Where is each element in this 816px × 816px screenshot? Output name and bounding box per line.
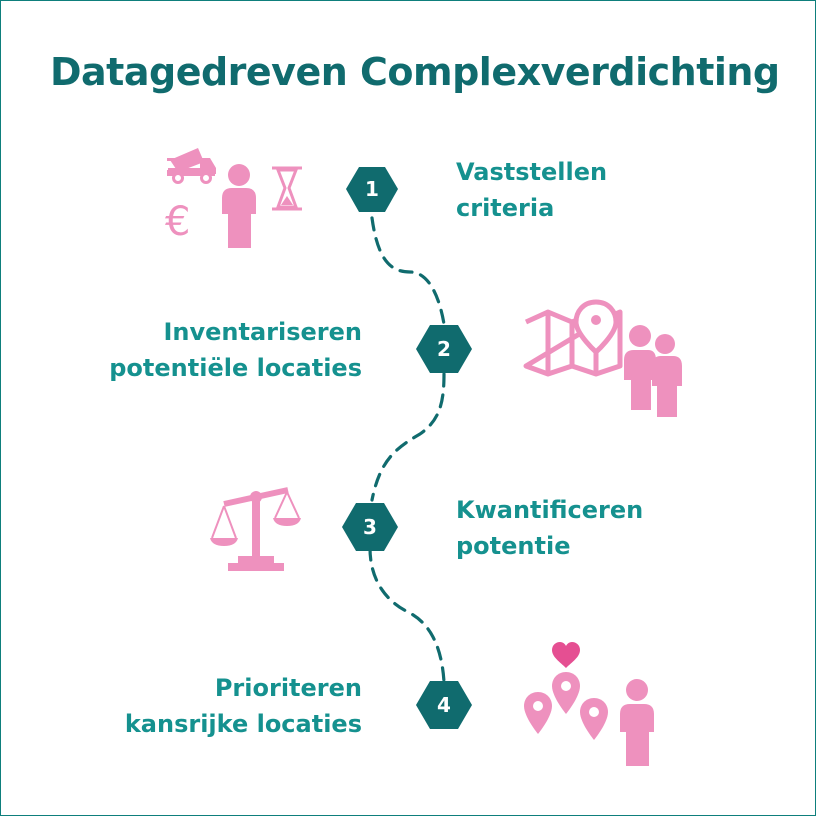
step-1-label: Vaststellen criteria [456,154,607,226]
step-1-label-line2: criteria [456,194,555,222]
step-1-number: 1 [365,177,379,201]
step-2-label-line1: Inventariseren [163,318,362,346]
person-icon [222,164,256,248]
euro-icon: € [165,199,190,245]
two-people-icon [624,325,682,417]
step-2-hexagon: 2 [416,325,472,373]
step-4-label-line1: Prioriteren [214,674,362,702]
step-4-hexagon: 4 [416,681,472,729]
heart-icon [552,642,580,668]
step-4-label-line2: kansrijke locaties [124,710,362,738]
step-2-label: Inventariseren potentiële locaties [109,314,362,386]
map-pins-icon [524,672,608,740]
step-3-hexagon: 3 [342,503,398,551]
map-pin-icon [573,299,619,356]
step-4-label: Prioriteren kansrijke locaties [125,670,362,742]
step-1-hexagon: 1 [346,167,398,212]
dashed-connector [368,216,446,684]
svg-text:€: € [165,199,190,245]
step-3-number: 3 [363,515,377,539]
step-4-number: 4 [437,693,451,717]
cement-truck-icon [167,148,216,184]
step-2-number: 2 [437,337,451,361]
step-3-label-line2: potentie [456,532,571,560]
hourglass-icon [272,166,302,211]
step-3-label: Kwantificeren potentie [456,492,643,564]
step-2-label-line2: potentiële locaties [109,354,362,382]
step-3-label-line1: Kwantificeren [456,496,644,524]
balance-scale-icon [210,487,301,571]
person-icon [620,679,654,766]
step-1-label-line1: Vaststellen [456,158,608,186]
page-title: Datagedreven Complexverdichting [50,50,780,94]
